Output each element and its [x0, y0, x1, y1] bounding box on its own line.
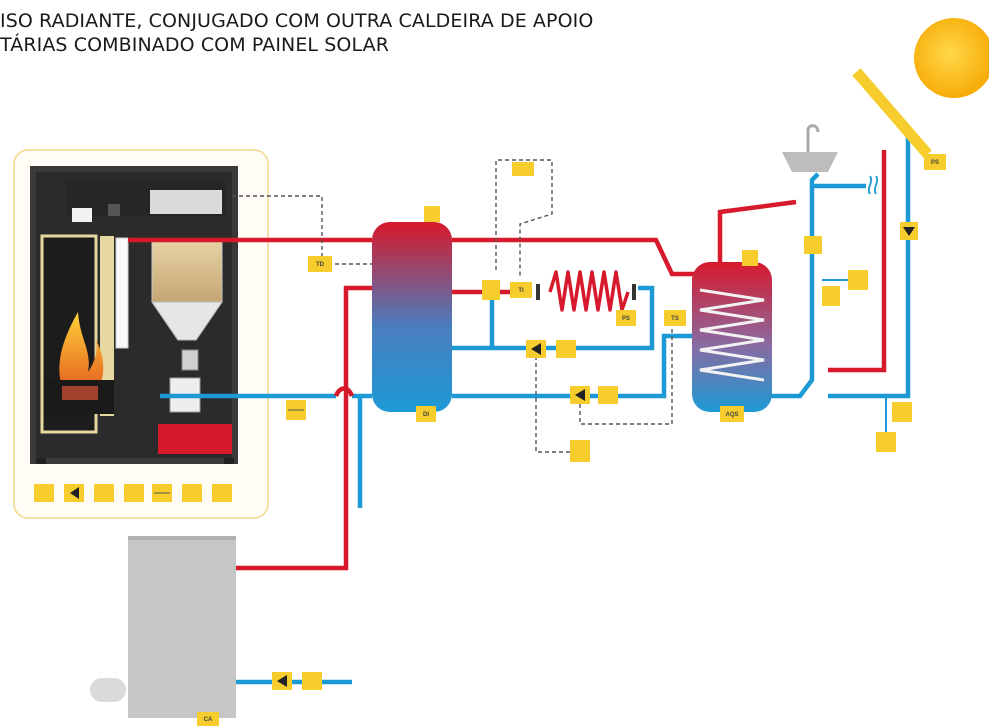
pellet-boiler — [13, 149, 269, 519]
backup-boiler-label: CA — [204, 717, 213, 723]
solar-safety-valve-icon — [892, 402, 912, 422]
solar-ps-label: PS — [931, 160, 939, 166]
diagram-title-line-1: ISO RADIANTE, CONJUGADO COM OUTRA CALDEI… — [0, 10, 594, 32]
inertia-tank — [372, 206, 452, 412]
td-sensor: TD — [308, 256, 332, 272]
ti-sensor-label: TI — [518, 288, 524, 294]
solar-panel — [852, 68, 932, 158]
floor-ps-label: PS — [622, 316, 630, 322]
inertia-tank-label: DI — [423, 412, 429, 418]
solar-ps-sensor: PS — [924, 154, 946, 170]
sink — [782, 124, 838, 172]
ts-sensor: TS — [664, 310, 686, 326]
controls: TD TI PS TS — [272, 154, 946, 690]
radiant-floor-coil — [536, 270, 636, 312]
safety-valve-icon — [822, 286, 840, 306]
three-way-valve-icon — [482, 280, 500, 300]
cold-pipes — [160, 136, 911, 685]
control-wires — [232, 159, 673, 453]
pipe-crossing — [333, 386, 355, 397]
shower-steam-icon — [867, 175, 879, 195]
room-controller-icon — [512, 162, 534, 176]
td-sensor-label: TD — [316, 262, 325, 268]
backup-check-valve-icon — [302, 672, 322, 690]
sun-icon — [914, 18, 989, 98]
solar-expansion-vessel-icon — [876, 432, 896, 452]
hot-pipes — [128, 150, 887, 571]
floor-check-valve-icon — [556, 340, 576, 358]
programmer-icon — [570, 440, 590, 462]
mixing-valve-icon — [804, 236, 822, 254]
dhw-check-valve-icon — [598, 386, 618, 404]
backup-boiler-tag: CA — [197, 712, 219, 726]
expansion-vessel-icon — [848, 270, 868, 290]
ts-sensor-label: TS — [671, 316, 679, 322]
dhw-tank — [692, 250, 772, 412]
boiler-accessories — [34, 484, 232, 502]
diagram-title-line-2: TÁRIAS COMBINADO COM PAINEL SOLAR — [0, 34, 389, 56]
inertia-tank-tag: DI — [416, 406, 436, 422]
dhw-tank-tag: AQS — [720, 406, 744, 422]
dhw-tank-label: AQS — [725, 412, 738, 418]
floor-ps-sensor: PS — [616, 310, 636, 326]
ti-sensor: TI — [510, 282, 532, 298]
backup-boiler — [90, 536, 236, 718]
